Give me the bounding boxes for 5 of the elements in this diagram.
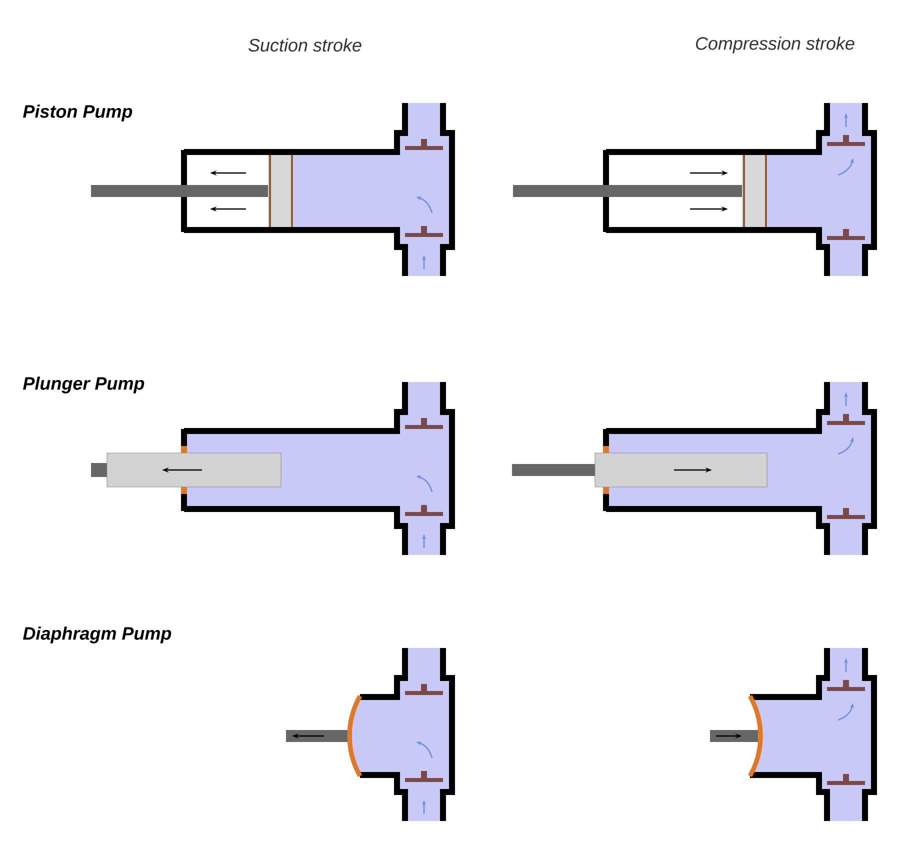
column-heading: Compression stroke (696, 36, 854, 54)
row-heading: Diaphragm Pump (23, 626, 172, 644)
column-heading: Suction stroke (248, 38, 362, 52)
row-heading: Plunger Pump (23, 376, 144, 394)
row-heading: Piston Pump (23, 104, 132, 122)
